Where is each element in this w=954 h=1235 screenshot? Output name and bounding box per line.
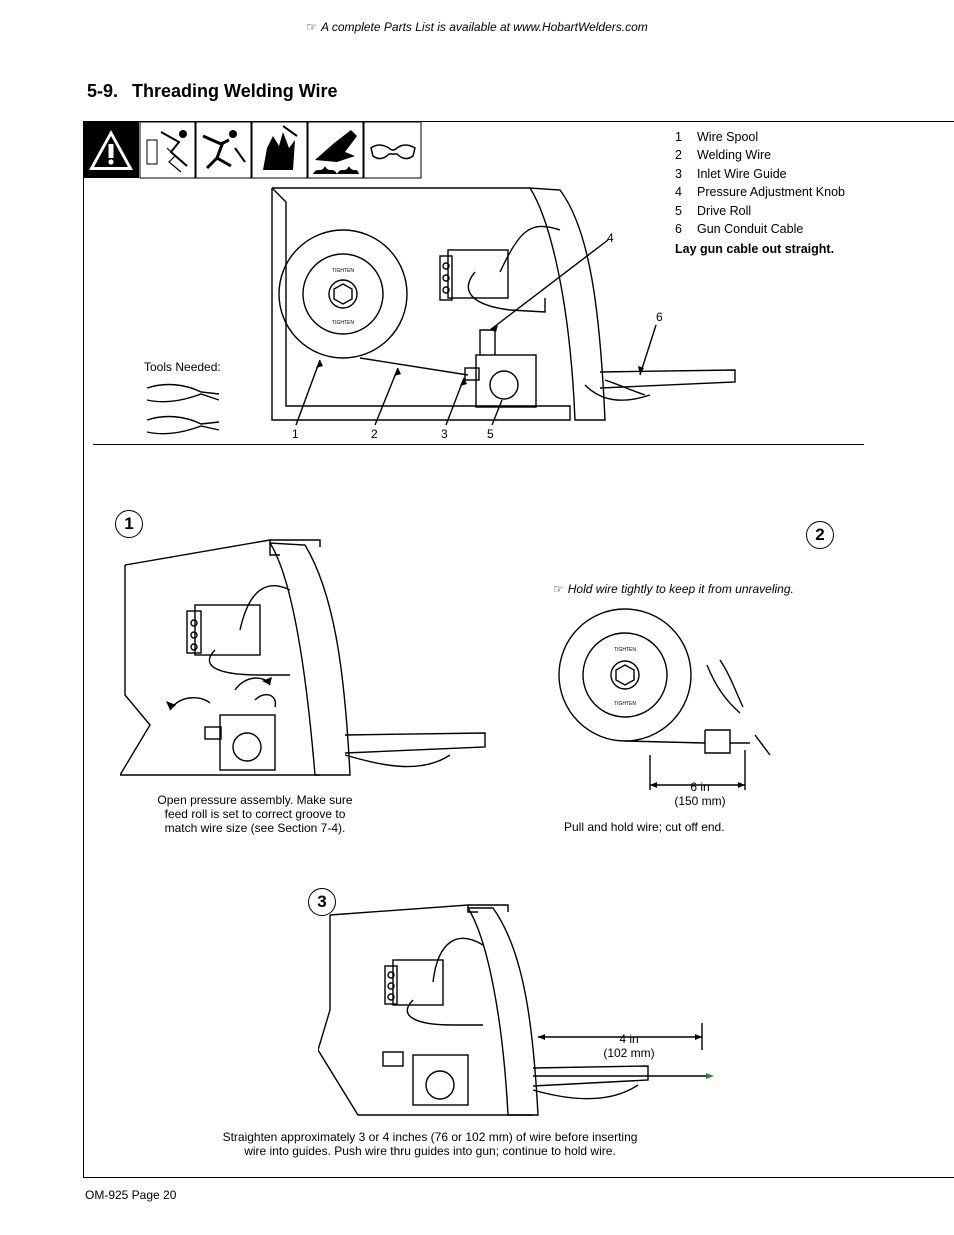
parts-list-note: ☞A complete Parts List is available at w… (306, 20, 648, 34)
tools-needed-label: Tools Needed: (144, 360, 221, 374)
step-2-note: ☞Hold wire tightly to keep it from unrav… (553, 582, 794, 596)
step-1-badge: 1 (115, 510, 143, 538)
step-2-caption: Pull and hold wire; cut off end. (564, 820, 725, 834)
callout-6: 6 (656, 310, 663, 324)
safety-icon-strip (83, 122, 422, 179)
callout-1: 1 (292, 427, 299, 441)
spool-tighten-label: TIGHTEN (614, 647, 636, 653)
parts-instruction: Lay gun cable out straight. (675, 242, 835, 257)
falling-person-icon (195, 122, 252, 179)
step-2-badge: 2 (806, 521, 834, 549)
step-3-caption: Straighten approximately 3 or 4 inches (… (222, 1130, 638, 1158)
pointing-hand-icon: ☞ (306, 20, 317, 34)
step-1-caption: Open pressure assembly. Make sure feed r… (157, 793, 353, 835)
spool-tighten-label: TIGHTEN (332, 320, 354, 326)
frame-left-border (83, 121, 84, 1178)
callout-3: 3 (441, 427, 448, 441)
safety-glasses-icon (363, 122, 422, 179)
step-3-badge: 3 (308, 888, 336, 916)
step-3-drawing (318, 904, 714, 1116)
spool-tighten-label: TIGHTEN (614, 701, 636, 707)
hot-surface-icon (307, 122, 364, 179)
step-3-dimension: 4 in (102 mm) (603, 1032, 655, 1060)
page-footer: OM-925 Page 20 (85, 1188, 177, 1202)
callout-5: 5 (487, 427, 494, 441)
step-2-drawing: TIGHTEN TIGHTEN (558, 608, 771, 790)
step-1-drawing (120, 539, 486, 776)
section-divider (93, 444, 864, 445)
frame-bottom-border (83, 1177, 954, 1178)
wire-feeder-overview-drawing: TIGHTEN TIGHTEN (271, 187, 736, 426)
pliers-cutters-icon (146, 383, 220, 435)
step-2-dimension: 6 in (150 mm) (674, 780, 726, 808)
section-title: 5-9. Threading Welding Wire (87, 81, 338, 102)
spool-tighten-label: TIGHTEN (332, 268, 354, 274)
section-heading: Threading Welding Wire (132, 81, 338, 101)
callout-2: 2 (371, 427, 378, 441)
pointing-hand-icon: ☞ (553, 582, 564, 596)
callout-4: 4 (607, 231, 614, 245)
hand-cut-icon (251, 122, 308, 179)
electric-shock-icon (139, 122, 196, 179)
section-number: 5-9. (87, 81, 119, 101)
frame-top-border (83, 121, 954, 122)
warning-triangle-icon (83, 122, 139, 178)
